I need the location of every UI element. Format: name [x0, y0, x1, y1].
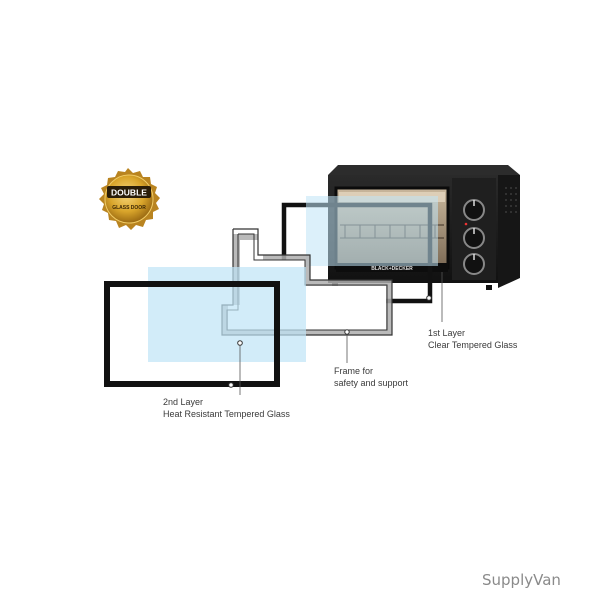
callout-second-layer: 2nd Layer Heat Resistant Tempered Glass: [163, 396, 290, 420]
callout-first-layer-desc: Clear Tempered Glass: [428, 340, 518, 350]
callout-second-layer-title: 2nd Layer: [163, 397, 204, 407]
callout-frame-title: Frame for: [334, 366, 374, 376]
first-layer-glass: [281, 196, 438, 304]
callout-frame-desc: safety and support: [334, 378, 409, 388]
power-indicator-icon: [464, 222, 468, 226]
second-layer-glass: [104, 267, 306, 388]
callout-frame: Frame for safety and support: [334, 365, 408, 389]
oven-brand-label: BLACK+DECKER: [371, 266, 413, 272]
callout-lines: [239, 272, 443, 395]
callout-first-layer-title: 1st Layer: [428, 328, 466, 338]
badge-line-2: GLASS DOOR: [112, 205, 146, 211]
watermark: SupplyVan: [482, 571, 561, 589]
callout-first-layer: 1st Layer Clear Tempered Glass: [428, 327, 517, 351]
double-glass-door-badge: DOUBLE GLASS DOOR: [99, 168, 160, 230]
badge-line-1: DOUBLE: [111, 188, 147, 198]
callout-second-layer-desc: Heat Resistant Tempered Glass: [163, 409, 290, 419]
